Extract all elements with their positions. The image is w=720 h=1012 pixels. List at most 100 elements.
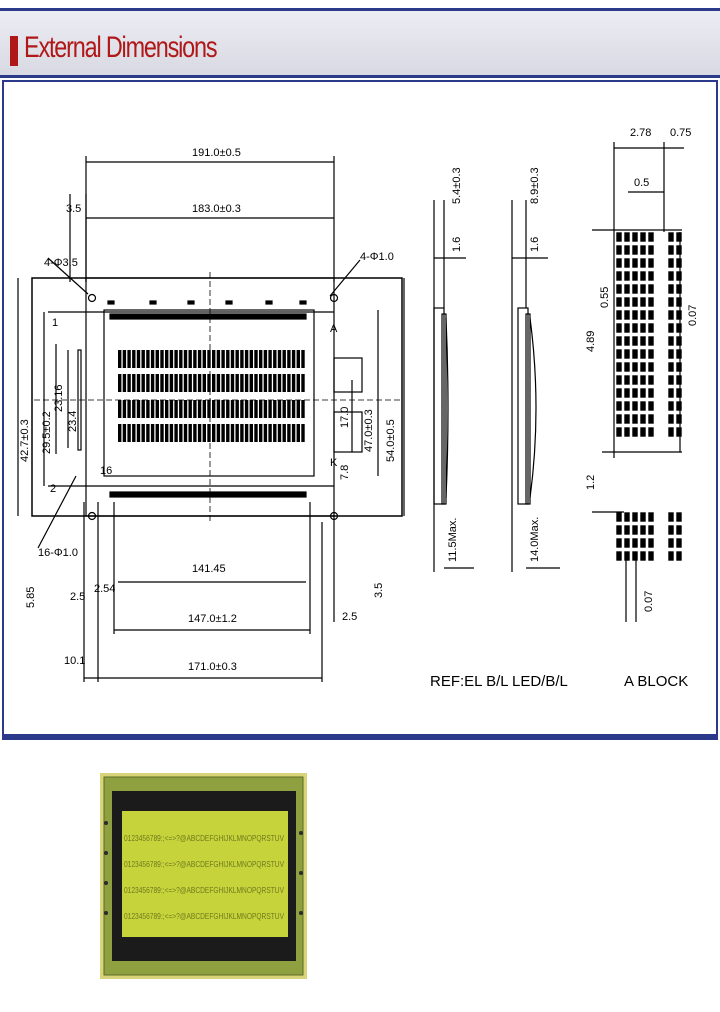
char-cell [150,400,155,418]
char-cell [230,424,235,442]
dim-holes-right: 4-Φ1.0 [360,251,394,263]
dim-viewing-area: 147.0±1.2 [188,613,237,625]
block-dot [647,524,655,536]
block-dot [639,387,647,399]
char-cell [183,350,188,368]
block-dot [675,244,683,256]
block-dot [631,322,639,334]
char-cell [179,400,183,418]
block-dot [675,361,683,373]
block-dot [667,400,675,412]
char-cell [212,424,216,442]
char-cell [146,424,150,442]
char-cell [230,350,235,368]
block-dot [639,296,647,308]
block-dot [615,296,623,308]
block-dot [623,537,631,549]
char-cell [249,400,253,418]
el-caption: REF:EL B/L [430,673,509,690]
char-cell [118,424,122,442]
char-cell [202,400,206,418]
char-cell [132,350,136,368]
connector-right-a [333,357,363,393]
block-dot [615,400,623,412]
char-cell [296,400,300,418]
block-top-left: 2.78 [630,127,651,139]
char-cell [259,350,263,368]
block-dot [675,387,683,399]
dim-pin-row: 16-Φ1.0 [38,547,78,559]
mount-hole-tr [329,293,339,303]
block-dot [631,537,639,549]
block-dot [615,374,623,386]
char-cell [197,424,202,442]
block-dot [615,283,623,295]
block-dot [647,322,655,334]
block-dot [623,426,631,438]
char-cell [179,424,183,442]
dim-left-2-5: 2.5 [70,591,85,603]
char-cell [197,350,202,368]
char-cell [263,400,268,418]
char-cell [244,400,249,418]
block-dot [667,322,675,334]
char-cell [174,424,178,442]
char-cell [235,400,239,418]
block-dot [631,524,639,536]
char-cell [169,374,174,392]
block-dot [623,348,631,360]
char-cell [127,424,131,442]
char-cell [291,400,296,418]
char-cell [254,350,258,368]
block-dot [675,348,683,360]
char-cell [118,374,122,392]
char-cell [226,424,230,442]
char-cell [197,374,202,392]
char-cell [249,374,253,392]
char-cell [136,350,141,368]
led-top-dim: 8.9±0.3 [529,167,541,204]
char-cell [249,350,253,368]
spec-sheet-frame: External Dimensions [0,8,720,740]
block-dot [667,257,675,269]
char-cell [287,374,291,392]
block-dot [631,348,639,360]
block-dot [639,524,647,536]
block-bottom-w: 0.07 [643,591,655,612]
block-dot [615,426,623,438]
char-cell [216,400,221,418]
char-cell [141,424,145,442]
block-dot [631,257,639,269]
char-cell [122,374,127,392]
char-cell [259,400,263,418]
led-bottom-dim: 14.0Max. [529,517,541,562]
block-dot [623,296,631,308]
char-cell [155,350,159,368]
header-marker [10,36,18,66]
char-cell [155,400,159,418]
led-mid-dim: 1.6 [529,237,541,252]
char-cell [160,424,164,442]
dim-right-3-5: 3.5 [373,583,385,598]
block-dot [631,550,639,562]
block-dot [647,270,655,282]
char-cell [268,400,272,418]
char-cell [244,350,249,368]
block-dot [615,309,623,321]
dim-bezel: 171.0±0.3 [188,661,237,673]
block-col-h: 4.89 [585,331,597,352]
char-cell [296,424,300,442]
block-dot [647,537,655,549]
block-dot [667,374,675,386]
char-cell [127,374,131,392]
a-block [592,142,684,622]
block-dot [675,374,683,386]
block-gap: 1.2 [585,475,597,490]
char-cell [277,374,282,392]
char-cell [287,350,291,368]
block-dot [675,283,683,295]
block-dot [623,387,631,399]
block-dot [667,387,675,399]
char-cell [165,400,169,418]
led-caption: LED/B/L [512,673,568,690]
